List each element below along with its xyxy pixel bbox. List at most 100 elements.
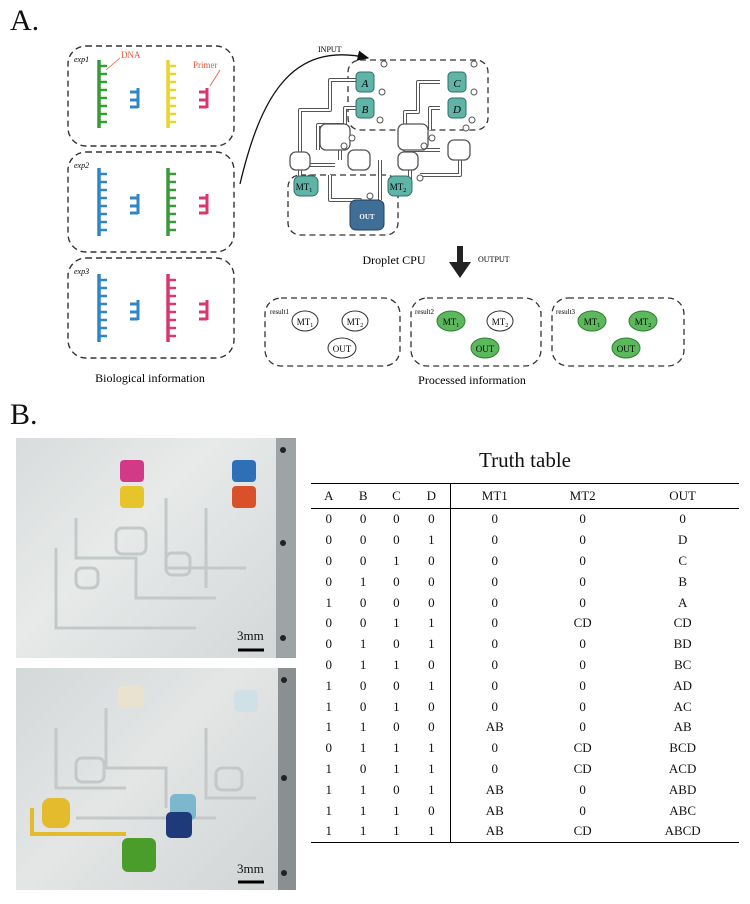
- table-cell: 0: [359, 552, 367, 568]
- chip-input-label-b: B: [362, 104, 369, 116]
- table-cell: 1: [359, 802, 367, 818]
- result2-label: result2: [415, 308, 435, 316]
- table-cell: 1: [359, 740, 367, 756]
- droplet-cpu-chip: A B C D MT1 MT2 OUT: [287, 59, 489, 236]
- table-cell: 1: [413, 820, 451, 843]
- chip-mt1-label: MT1: [296, 182, 313, 194]
- table-cell: 0: [359, 760, 367, 776]
- table-cell: 0: [359, 532, 367, 548]
- svg-text:MT2: MT2: [492, 317, 509, 329]
- truth-table-title: Truth table: [479, 448, 571, 472]
- chip-photo-top: 3mm: [16, 438, 296, 658]
- table-cell: 0: [579, 511, 586, 527]
- chip-input-label-a: A: [361, 78, 369, 90]
- table-cell: 0: [449, 612, 539, 634]
- result3-label: result3: [556, 308, 576, 316]
- table-cell: 0: [579, 656, 586, 672]
- table-cell: 1: [325, 594, 333, 610]
- chip-mt2: [387, 175, 413, 197]
- table-cell: 0: [428, 552, 435, 568]
- primer-label: Primer: [193, 60, 218, 70]
- chip-mt2-label: MT2: [390, 182, 407, 194]
- table-cell: 0: [325, 615, 333, 631]
- table-cell: ABC: [669, 802, 697, 818]
- chip-input-c: [447, 71, 467, 93]
- table-cell: 1: [428, 781, 435, 797]
- table-cell: 0: [359, 677, 367, 693]
- table-cell: 0: [449, 592, 539, 613]
- processed-caption: Processed information: [418, 373, 526, 387]
- table-cell: 0: [679, 511, 686, 527]
- chip-out-label: OUT: [359, 213, 375, 221]
- scale-label-top: 3mm: [237, 628, 264, 643]
- table-cell: 0: [579, 781, 586, 797]
- table-cell: 0: [449, 737, 539, 759]
- table-cell: 1: [428, 532, 435, 548]
- table-cell: CD: [538, 820, 627, 843]
- chip-input-b: [355, 97, 375, 119]
- exp3-box: exp3: [67, 257, 235, 359]
- table-cell: 0: [449, 550, 539, 572]
- table-cell: 0: [579, 594, 586, 610]
- table-cell: 0: [325, 636, 333, 652]
- table-cell: 1: [393, 615, 400, 631]
- table-cell: A: [677, 594, 688, 610]
- table-cell: 0: [359, 698, 367, 714]
- table-cell: 0: [325, 740, 333, 756]
- table-cell: 1: [428, 615, 435, 631]
- table-cell: 0: [428, 802, 435, 818]
- table-cell: 0: [393, 677, 400, 693]
- output-arrow-shaft: [457, 246, 463, 264]
- table-cell: 1: [428, 760, 435, 776]
- exp3-label: exp3: [74, 267, 89, 276]
- exp2-label: exp2: [74, 161, 89, 170]
- table-cell: AB: [449, 779, 539, 801]
- output-label: OUTPUT: [478, 255, 510, 264]
- chip-input-label-c: C: [453, 78, 461, 90]
- panel-a-letter: A.: [10, 4, 40, 37]
- table-cell: 0: [449, 675, 539, 697]
- table-cell: AB: [673, 719, 692, 735]
- table-cell: 0: [449, 696, 539, 717]
- chip-input-a: [355, 71, 375, 93]
- table-cell: AD: [673, 677, 693, 693]
- table-cell: 1: [428, 677, 435, 693]
- svg-text:MT2: MT2: [347, 317, 364, 329]
- table-cell: 0: [393, 594, 400, 610]
- svg-text:OUT: OUT: [333, 344, 352, 354]
- table-cell: 0: [428, 656, 435, 672]
- exp1-box: exp1 DNA: [67, 45, 235, 147]
- table-cell: 1: [359, 656, 367, 672]
- table-cell: 0: [428, 594, 435, 610]
- dna-label: DNA: [121, 50, 141, 60]
- table-cell: 0: [449, 571, 539, 593]
- header-a: A: [311, 483, 347, 509]
- table-cell: 1: [393, 802, 400, 818]
- table-cell: ABCD: [626, 820, 739, 843]
- table-cell: 1: [325, 677, 333, 693]
- scale-label-bottom: 3mm: [237, 861, 264, 876]
- table-cell: 0: [359, 511, 367, 527]
- svg-text:MT1: MT1: [584, 317, 601, 329]
- table-cell: 1: [325, 698, 333, 714]
- input-label: INPUT: [318, 45, 342, 54]
- truth-table-header-row: A B C D MT1 MT2 OUT: [311, 483, 739, 509]
- table-cell: 1: [311, 820, 347, 843]
- svg-text:MT1: MT1: [443, 317, 460, 329]
- chip-photo-bottom: 3mm: [16, 668, 296, 890]
- table-cell: BC: [673, 656, 692, 672]
- table-cell: 0: [579, 719, 586, 735]
- svg-text:MT2: MT2: [635, 317, 652, 329]
- table-cell: 1: [428, 636, 435, 652]
- table-cell: 0: [449, 633, 539, 655]
- table-cell: BD: [673, 636, 692, 652]
